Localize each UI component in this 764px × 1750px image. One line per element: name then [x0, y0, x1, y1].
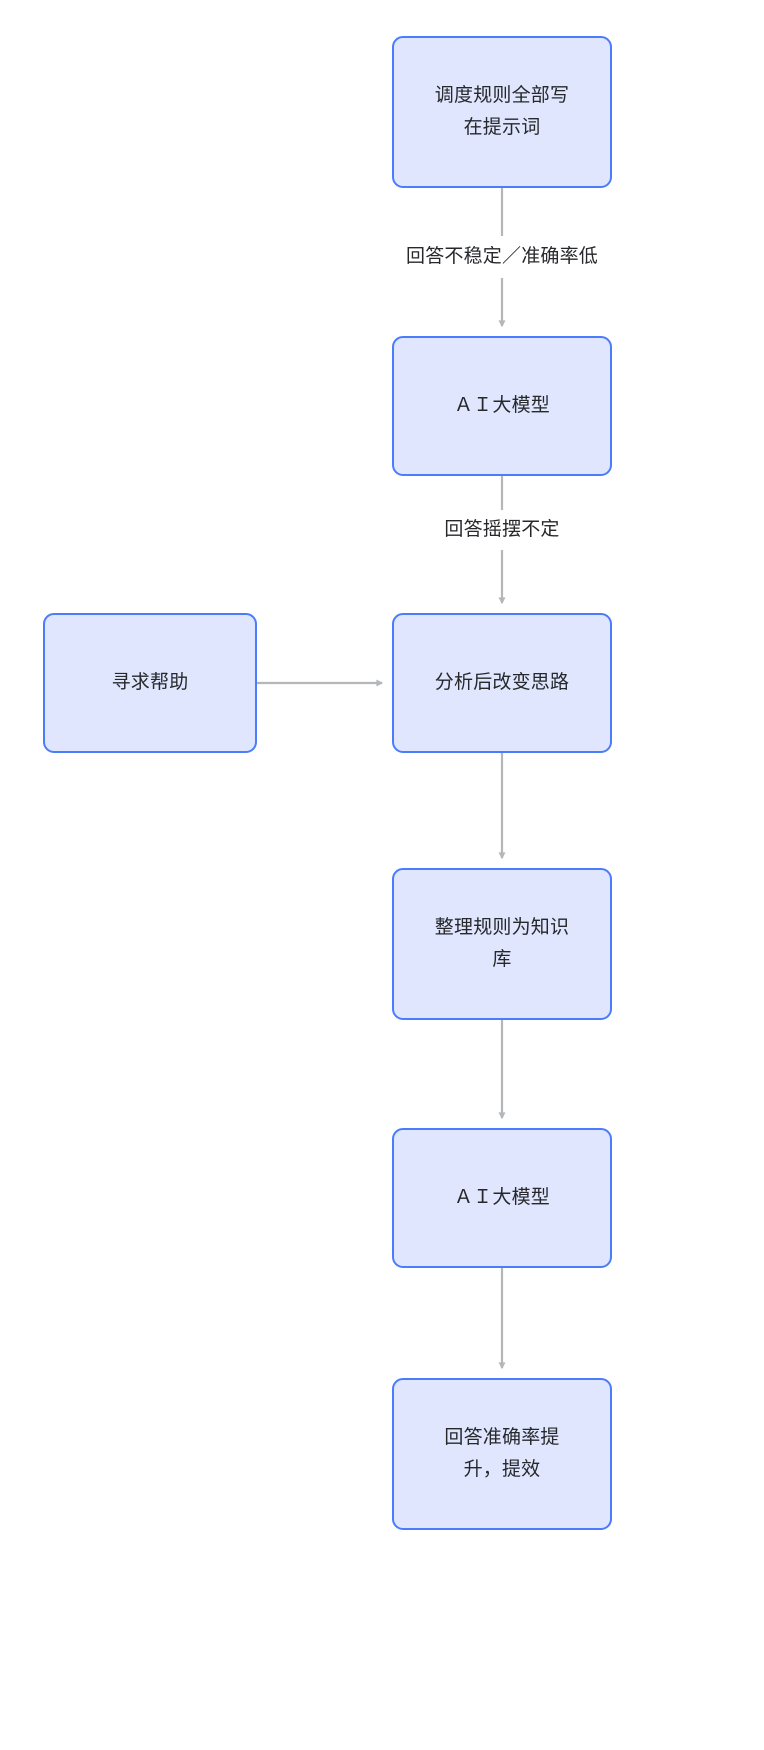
node-prompt-rules[interactable]: 调度规则全部写 在提示词: [392, 36, 612, 188]
node-label: 寻求帮助: [111, 672, 189, 693]
node-accuracy-improved[interactable]: 回答准确率提 升，提效: [392, 1378, 612, 1530]
node-change-approach[interactable]: 分析后改变思路: [392, 613, 612, 753]
edge-label-wavering-answers: 回答摇摆不定: [444, 519, 560, 540]
node-seek-help[interactable]: 寻求帮助: [43, 613, 257, 753]
node-ai-model-second[interactable]: ＡＩ大模型: [392, 1128, 612, 1268]
node-knowledge-base[interactable]: 整理规则为知识 库: [392, 868, 612, 1020]
node-label: 回答准确率提 升，提效: [444, 1427, 560, 1480]
node-label: 分析后改变思路: [434, 672, 570, 693]
edge-label-unstable-answers: 回答不稳定／准确率低: [405, 246, 599, 267]
node-label: 调度规则全部写 在提示词: [434, 85, 570, 138]
node-label: 整理规则为知识 库: [434, 917, 570, 970]
node-label: ＡＩ大模型: [453, 1187, 550, 1208]
node-label: ＡＩ大模型: [453, 395, 550, 416]
node-ai-model-first[interactable]: ＡＩ大模型: [392, 336, 612, 476]
